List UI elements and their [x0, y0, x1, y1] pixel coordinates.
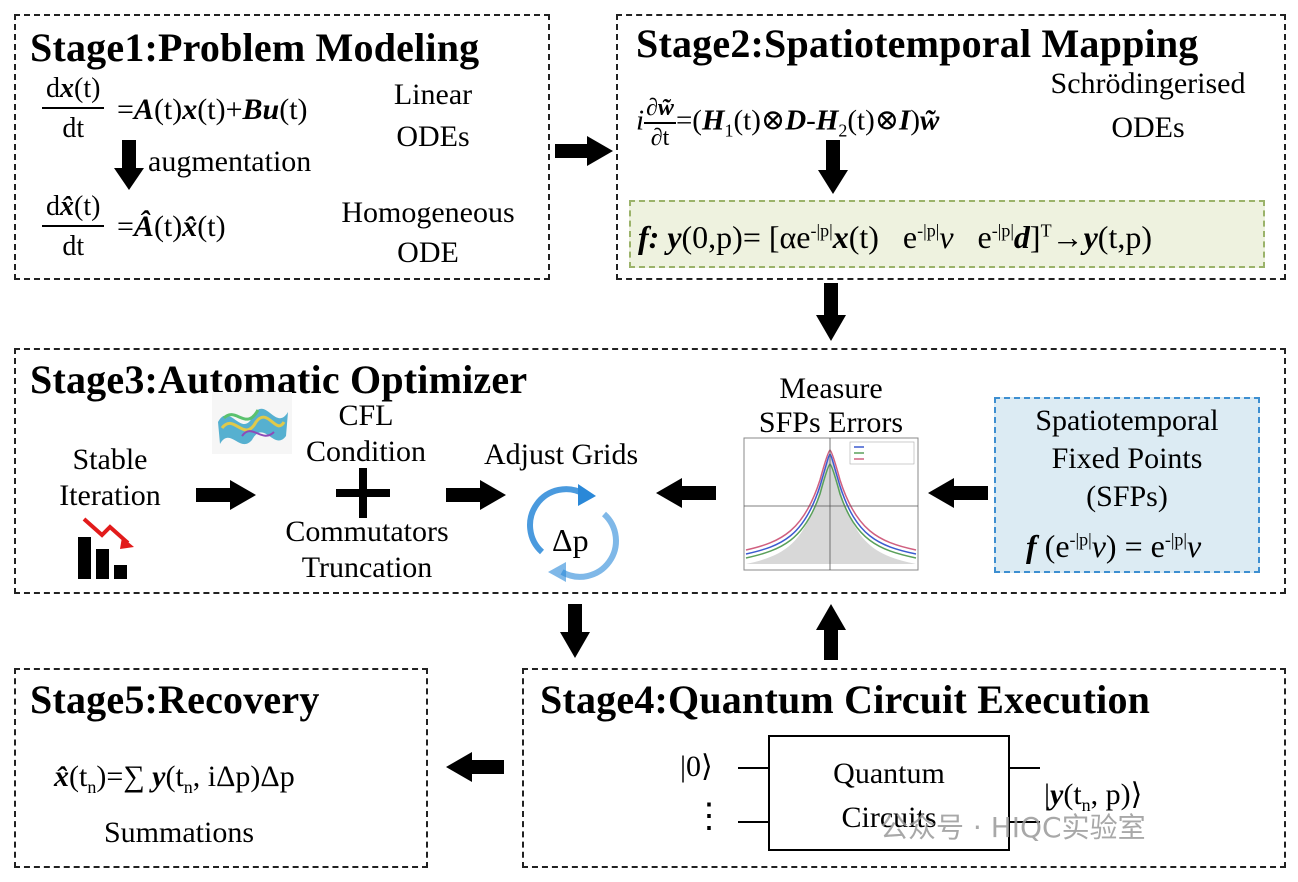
- mapping-function-equation: f: y(0,p)= [αe-|p|x(t) e-|p|v e-|p|d]T→y…: [638, 219, 1152, 255]
- plus-icon: [336, 468, 390, 518]
- sfps-box: [994, 397, 1260, 573]
- stage3-to-stage4-arrow-icon: [560, 604, 590, 658]
- mapping-function-box: [629, 200, 1265, 268]
- sfp-error-plot-icon: [743, 437, 919, 571]
- homogeneous-ode-rhs: =Â(t)x̂(t): [117, 210, 226, 243]
- schrodinger-equation: i∂w̃∂t=(H1(t)⊗D-H2(t)⊗I)w̃: [636, 95, 940, 151]
- measure-to-grids-arrow-icon: [656, 478, 716, 508]
- adjust-grids-label: Adjust Grids: [484, 438, 639, 471]
- augmentation-label: augmentation: [148, 145, 312, 178]
- ket-zero-label: |0⟩: [680, 750, 713, 783]
- iteration-to-cfl-arrow-icon: [196, 480, 256, 510]
- surface-plot-icon: [212, 392, 292, 454]
- stage4-box: [522, 668, 1286, 868]
- summations-label: Summations: [104, 816, 255, 849]
- declining-bar-chart-icon: [78, 517, 134, 579]
- sfps-equation: f (e-|p|v) = e-|p|v: [1026, 528, 1202, 564]
- cfl-to-grids-arrow-icon: [446, 480, 506, 510]
- vdots-label: ⋮: [692, 798, 726, 835]
- stage2-title: Stage2:Spatiotemporal Mapping: [636, 21, 1199, 66]
- stage5-title: Stage5:Recovery: [30, 677, 320, 722]
- stage4-to-stage3-arrow-icon: [816, 604, 846, 660]
- stage1-to-stage2-arrow-icon: [555, 136, 613, 166]
- stage4-title: Stage4:Quantum Circuit Execution: [540, 677, 1151, 722]
- stage2-to-stage3-arrow-icon: [816, 283, 846, 341]
- watermark-text: 公众号 · HIQC实验室: [880, 811, 1146, 844]
- circuit-wires: [738, 767, 1040, 823]
- stage1-title: Stage1:Problem Modeling: [30, 25, 480, 70]
- quantum-circuit-block: [768, 735, 1010, 851]
- stage5-box: [14, 668, 428, 868]
- refresh-cycle-icon: [527, 484, 619, 582]
- recovery-equation: x̂(tn)=∑ y(tn, iΔp)Δp: [54, 760, 295, 797]
- output-state-label: |y(tn, p)⟩: [1044, 778, 1143, 815]
- stage2-box: [616, 14, 1286, 280]
- stage1-box: [14, 14, 550, 280]
- linear-ode-fraction: dx(t)dt: [42, 75, 105, 143]
- linear-ode-rhs: =A(t)x(t)+Bu(t): [117, 93, 308, 126]
- stage2-down-arrow-icon: [818, 140, 848, 194]
- sfps-to-measure-arrow-icon: [928, 478, 988, 508]
- augmentation-arrow-icon: [114, 140, 144, 190]
- stage3-box: [14, 348, 1286, 594]
- homogeneous-ode-fraction: dx̂(t)dt: [42, 193, 105, 261]
- delta-p-label: Δp: [552, 522, 589, 558]
- stage4-to-stage5-arrow-icon: [446, 752, 504, 782]
